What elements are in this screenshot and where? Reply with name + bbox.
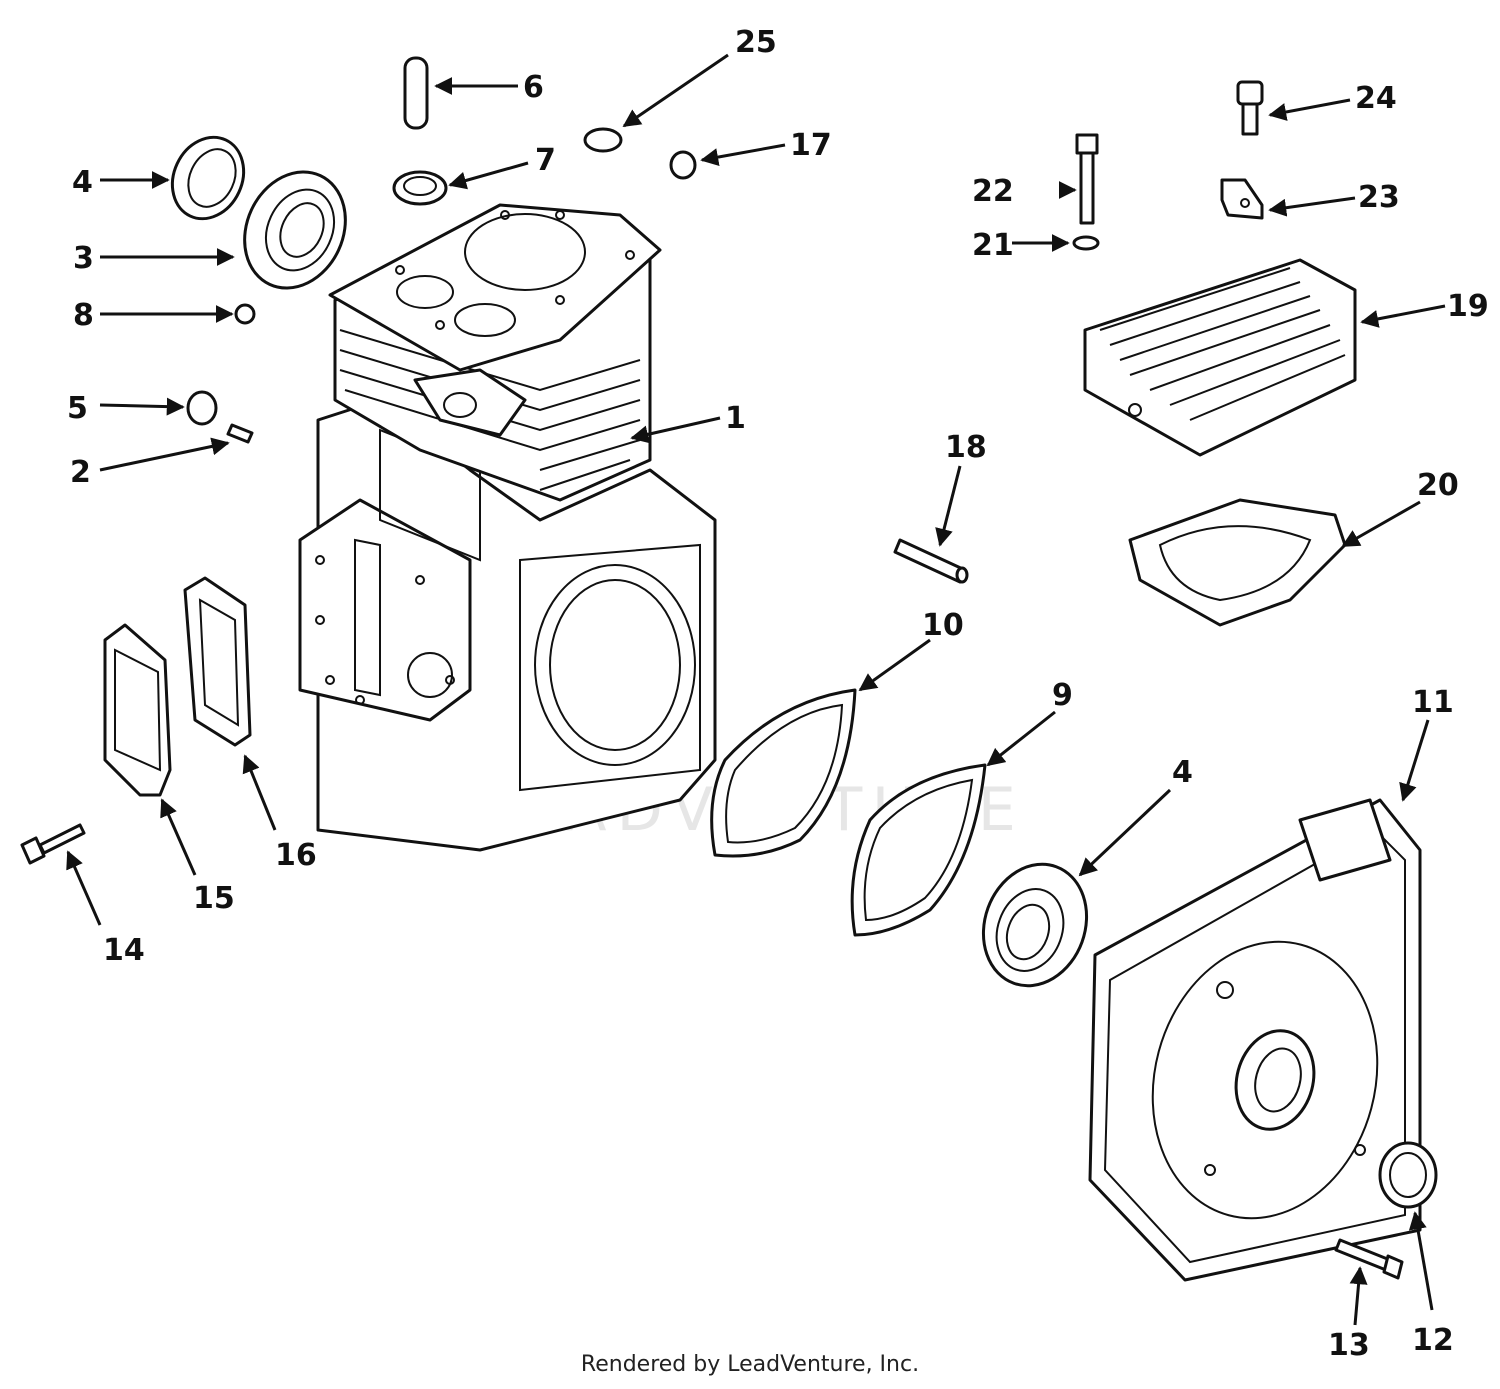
- leader-lines: [66, 53, 1446, 1326]
- callout-14: 14: [103, 933, 145, 968]
- callout-15: 15: [193, 881, 235, 916]
- part-cylinder-head: [1083, 258, 1357, 457]
- part-screw-24: [1236, 80, 1264, 136]
- callout-12: 12: [1412, 1323, 1454, 1358]
- part-cylinder-block: [298, 203, 717, 852]
- callout-24: 24: [1355, 81, 1397, 116]
- part-bracket-23: [1220, 178, 1264, 220]
- part-bolt-22: [1075, 133, 1099, 225]
- part-bearing-3: [243, 170, 347, 290]
- part-bearing-right: [981, 862, 1089, 988]
- callout-8: 8: [73, 298, 94, 333]
- callout-4-right: 4: [1172, 755, 1193, 790]
- part-head-gasket: [1128, 498, 1347, 627]
- callout-11: 11: [1412, 685, 1454, 720]
- part-plug-8: [234, 303, 256, 325]
- part-gasket-10: [710, 688, 857, 858]
- callout-17: 17: [790, 128, 832, 163]
- part-oil-seal-12: [1378, 1141, 1438, 1209]
- part-washer-21: [1072, 235, 1100, 251]
- part-crankcase-cover: [1088, 798, 1422, 1282]
- part-dowel-6: [403, 56, 429, 130]
- part-oil-seal-4: [170, 135, 246, 221]
- callout-4: 4: [72, 165, 93, 200]
- callout-6: 6: [523, 70, 544, 105]
- part-plug-25: [583, 127, 623, 153]
- callout-10: 10: [922, 608, 964, 643]
- part-bolt-13: [1334, 1238, 1404, 1280]
- callout-5: 5: [67, 391, 88, 426]
- callout-22: 22: [972, 174, 1014, 209]
- part-plug-5: [186, 390, 218, 426]
- part-bolt-14: [20, 823, 86, 865]
- callout-18: 18: [945, 430, 987, 465]
- callout-23: 23: [1358, 180, 1400, 215]
- callout-19: 19: [1447, 289, 1489, 324]
- callout-9: 9: [1052, 678, 1073, 713]
- callout-25: 25: [735, 25, 777, 60]
- callout-13: 13: [1328, 1328, 1370, 1363]
- part-gasket-9: [850, 763, 987, 937]
- callout-7: 7: [535, 143, 556, 178]
- callout-16: 16: [275, 838, 317, 873]
- part-cover-plate-15: [103, 623, 172, 797]
- footer-credit: Rendered by LeadVenture, Inc.: [580, 1352, 920, 1377]
- part-plug-17: [669, 150, 697, 180]
- part-pin-18: [893, 538, 969, 584]
- part-pin-2: [226, 423, 254, 444]
- callout-3: 3: [73, 241, 94, 276]
- part-gasket-16: [183, 576, 252, 747]
- callout-1: 1: [725, 401, 746, 436]
- callout-labels: 1 2 3 4 5 6 7 8 9 10 11 12 13 14 15 16 1…: [67, 25, 1489, 1363]
- part-seal-7: [392, 170, 448, 206]
- callout-2: 2: [70, 455, 91, 490]
- callout-20: 20: [1417, 468, 1459, 503]
- callout-21: 21: [972, 228, 1014, 263]
